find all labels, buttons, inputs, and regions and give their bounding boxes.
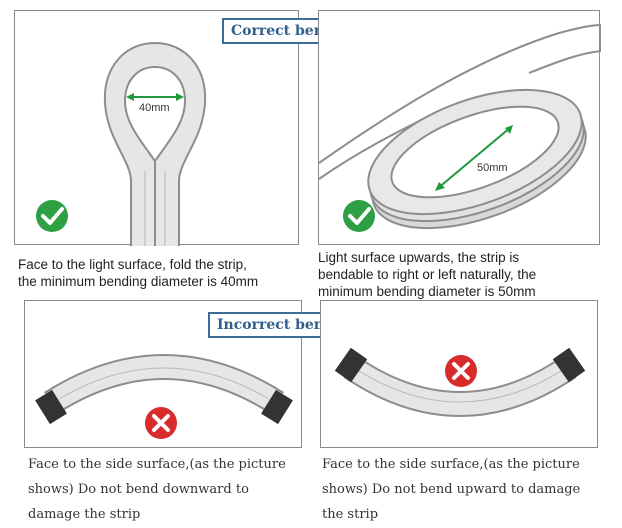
caption-line: minimum bending diameter is 50mm <box>318 284 536 299</box>
coiled-strip-illustration: 50mm <box>319 23 601 232</box>
panel-bend-sideways: 50mm <box>318 10 601 245</box>
caption-bend-downward: Face to the side surface,(as the picture… <box>28 452 313 527</box>
caption-line: the minimum bending diameter is 40mm <box>18 274 259 289</box>
caption-line: Face to the side surface,(as the picture <box>28 457 286 472</box>
caption-line: shows) Do not bend upward to damage <box>322 482 581 497</box>
panel-fold-strip: 40mm <box>14 10 299 246</box>
panel-bend-upward <box>320 300 598 448</box>
cross-icon <box>145 407 177 439</box>
cross-icon <box>445 355 477 387</box>
dimension-label-50: 50mm <box>477 162 508 174</box>
caption-fold-strip: Face to the light surface, fold the stri… <box>18 256 308 290</box>
caption-bend-upward: Face to the side surface,(as the picture… <box>322 452 612 527</box>
caption-line: Light surface upwards, the strip is <box>318 250 520 265</box>
folded-strip-illustration: 40mm <box>36 41 207 246</box>
caption-line: Face to the light surface, fold the stri… <box>18 257 247 272</box>
caption-line: the strip <box>322 507 379 522</box>
check-icon <box>343 200 375 232</box>
caption-line: Face to the side surface,(as the picture <box>322 457 580 472</box>
arched-strip-illustration <box>35 354 293 439</box>
check-icon <box>36 200 68 232</box>
caption-bend-sideways: Light surface upwards, the strip is bend… <box>318 249 608 300</box>
sagging-strip-illustration <box>334 347 586 417</box>
caption-line: damage the strip <box>28 507 141 522</box>
caption-line: shows) Do not bend downward to <box>28 482 249 497</box>
caption-line: bendable to right or left naturally, the <box>318 267 537 282</box>
dimension-label-40: 40mm <box>139 102 170 114</box>
